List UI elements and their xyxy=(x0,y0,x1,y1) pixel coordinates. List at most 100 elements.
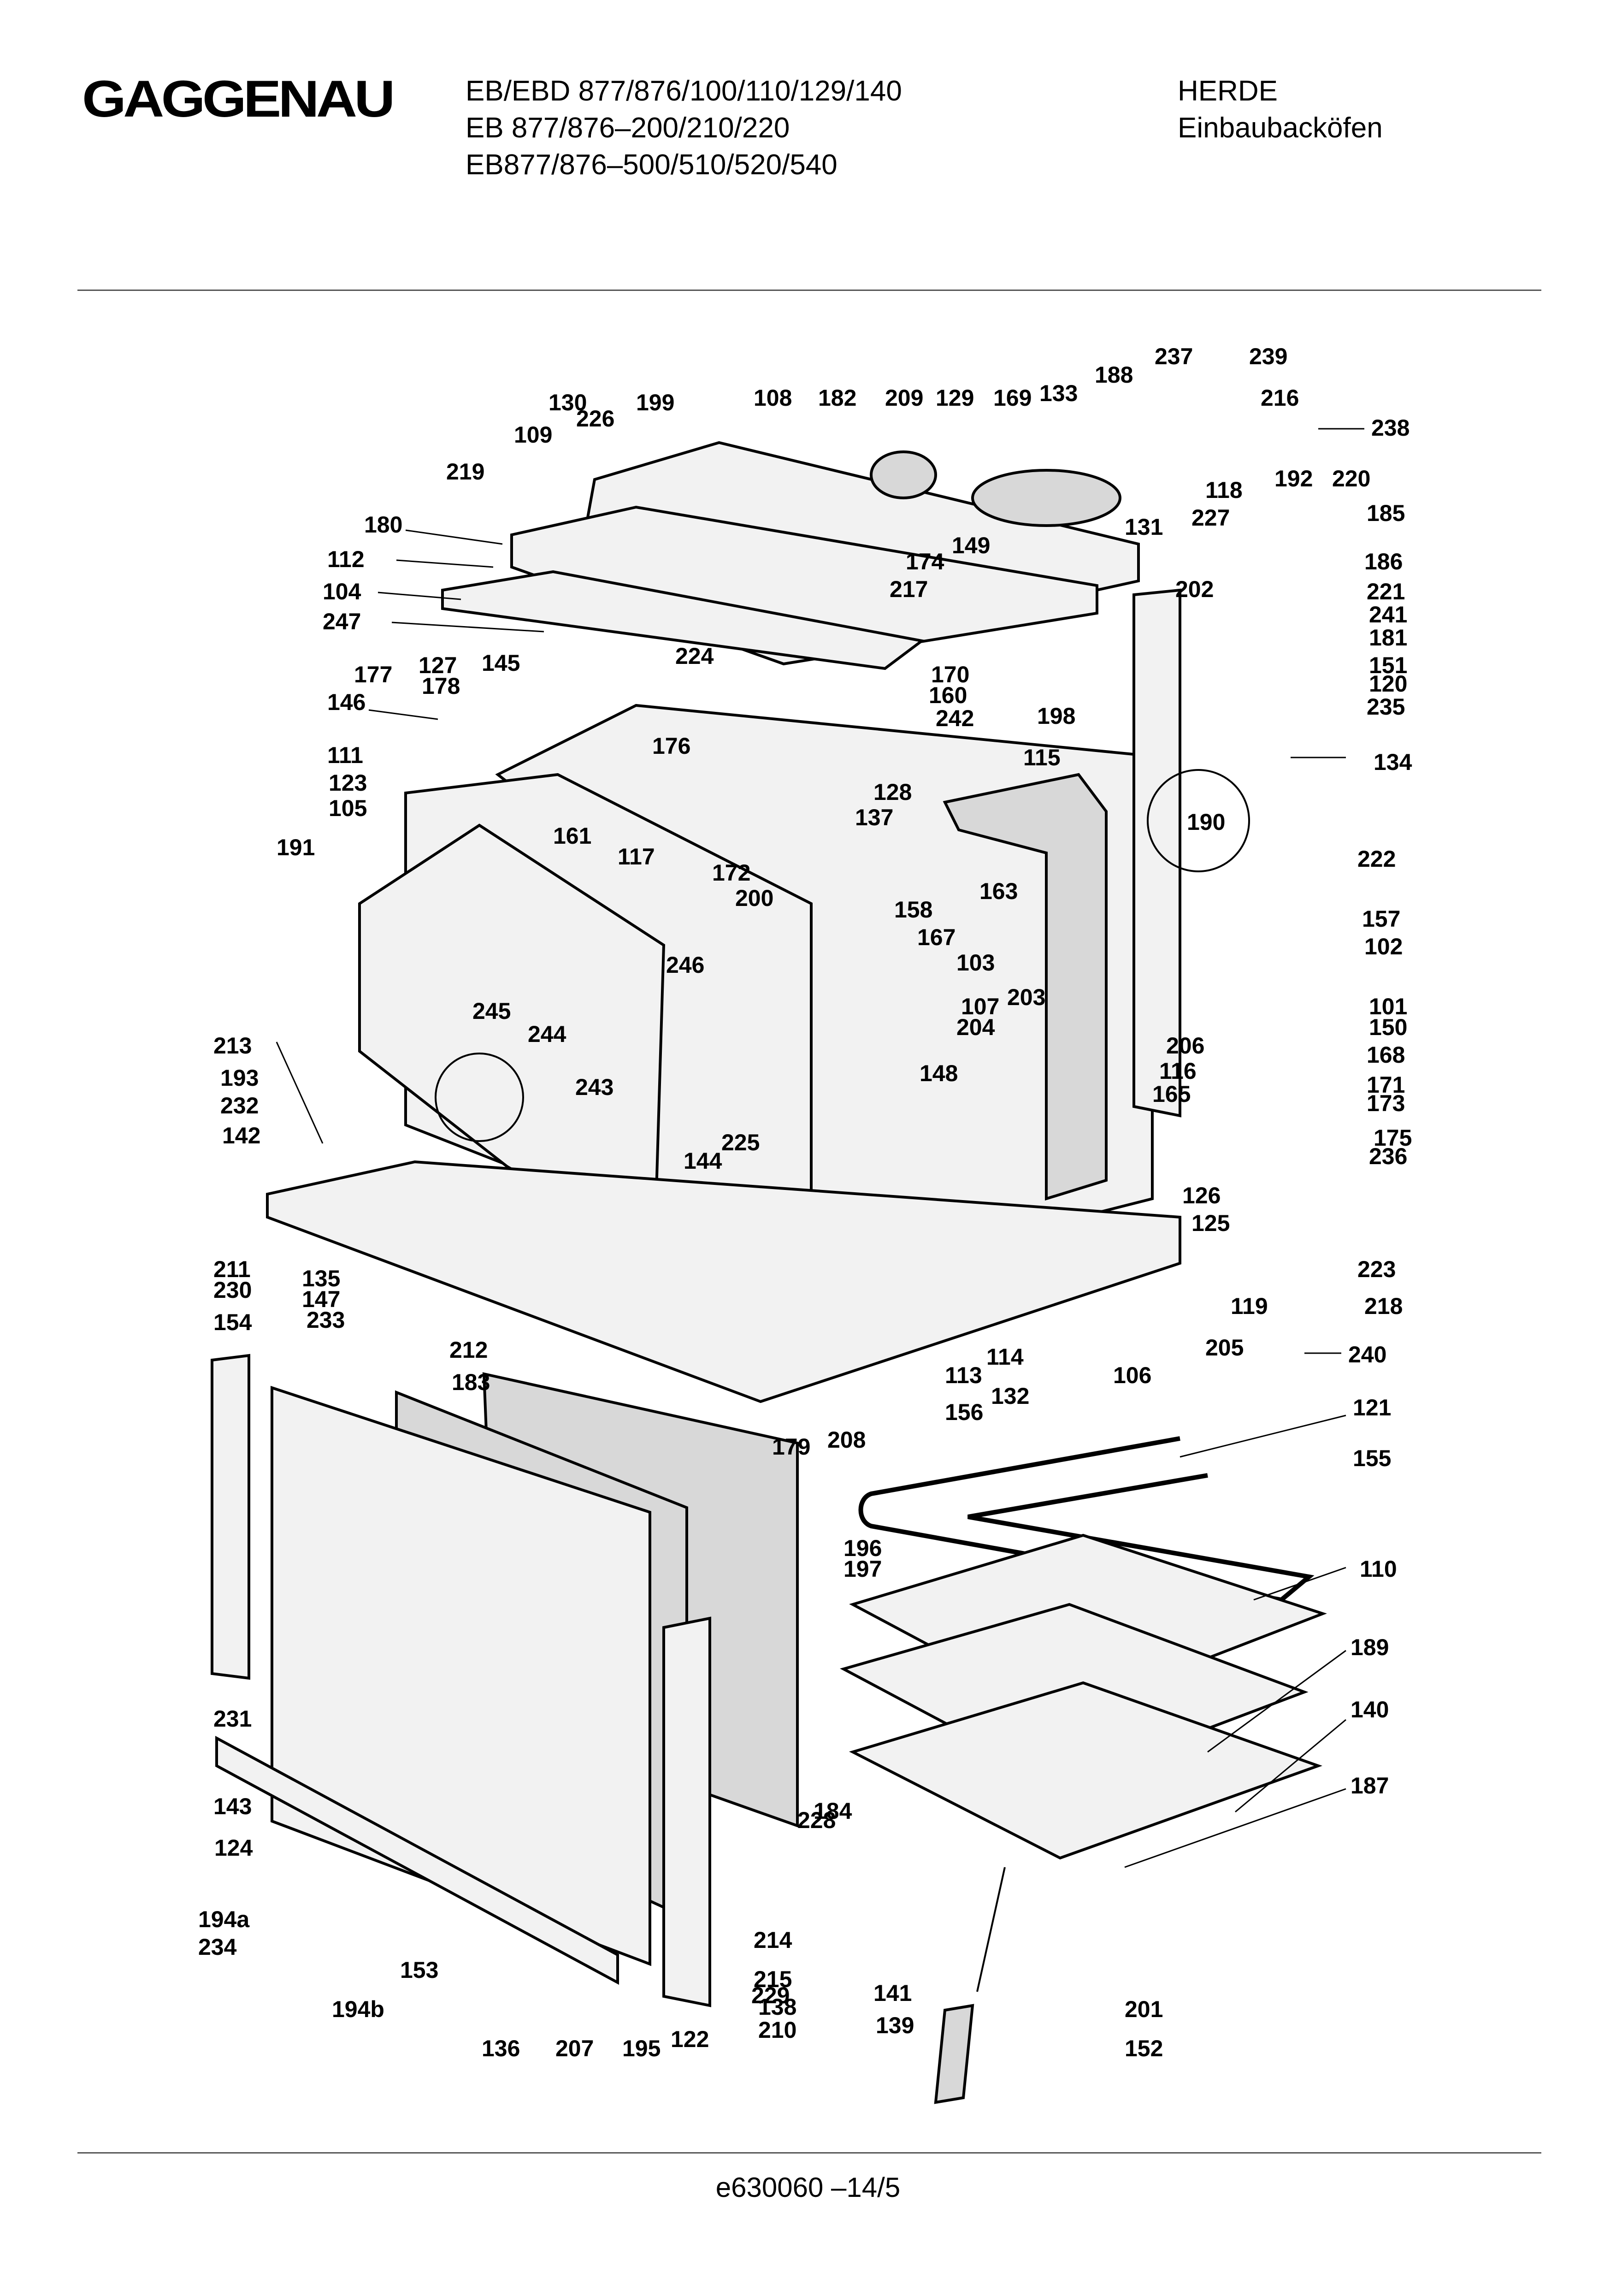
part-label: 184 xyxy=(814,1798,852,1824)
part-label: 232 xyxy=(220,1093,259,1118)
part-label: 199 xyxy=(636,390,674,415)
part-label: 215 xyxy=(754,1966,792,1992)
part-label: 165 xyxy=(1152,1081,1191,1107)
part-label: 223 xyxy=(1357,1256,1396,1282)
part-label: 127 xyxy=(419,652,457,678)
fan-motor xyxy=(971,469,1121,527)
part-label: 105 xyxy=(329,795,367,821)
part-label: 149 xyxy=(952,533,990,558)
part-label: 237 xyxy=(1155,343,1193,369)
part-label: 168 xyxy=(1367,1042,1405,1068)
part-label: 145 xyxy=(482,650,520,676)
part-label: 126 xyxy=(1182,1183,1221,1208)
part-label: 227 xyxy=(1191,505,1230,531)
part-label: 123 xyxy=(329,770,367,796)
part-label: 210 xyxy=(758,2017,796,2043)
part-label: 221 xyxy=(1367,579,1405,604)
part-label: 102 xyxy=(1364,934,1403,959)
fan-motor xyxy=(870,450,937,499)
part-label: 220 xyxy=(1332,466,1370,491)
part-label: 219 xyxy=(446,459,484,485)
part-label: 158 xyxy=(894,897,932,923)
part-label: 191 xyxy=(277,834,315,860)
part-label: 218 xyxy=(1364,1293,1403,1319)
part-label: 117 xyxy=(618,844,655,870)
part-label: 201 xyxy=(1125,1996,1163,2022)
door-side-strip xyxy=(662,1616,711,2007)
part-label: 173 xyxy=(1367,1090,1405,1116)
part-label: 171 xyxy=(1367,1072,1405,1098)
leader-line xyxy=(377,592,461,600)
part-label: 136 xyxy=(482,2036,520,2061)
part-label: 234 xyxy=(198,1934,237,1960)
part-label: 241 xyxy=(1369,602,1407,627)
part-label: 194a xyxy=(198,1906,250,1932)
part-label: 217 xyxy=(890,576,928,602)
fan-ring xyxy=(1147,769,1250,872)
part-label: 207 xyxy=(555,2036,594,2061)
part-number-labels: 101 102 103 104 105 106 107 108 109 110 … xyxy=(198,343,1412,2061)
leader-line xyxy=(276,1041,324,1144)
part-label: 112 xyxy=(327,546,365,572)
leader-line xyxy=(368,709,438,720)
part-label: 187 xyxy=(1351,1773,1389,1799)
probe-rod xyxy=(976,1867,1006,1992)
part-label: 179 xyxy=(772,1434,810,1460)
part-label: 243 xyxy=(575,1074,613,1100)
part-label: 160 xyxy=(929,682,967,708)
part-label: 152 xyxy=(1125,2036,1163,2061)
part-label: 228 xyxy=(797,1807,836,1833)
part-label: 116 xyxy=(1159,1058,1197,1084)
part-label: 157 xyxy=(1362,906,1400,932)
part-label: 238 xyxy=(1371,415,1410,441)
leader-line xyxy=(1253,1567,1346,1601)
right-side-panel xyxy=(1132,588,1181,1118)
part-label: 222 xyxy=(1357,846,1396,872)
part-label: 246 xyxy=(666,952,704,978)
part-label: 121 xyxy=(1353,1395,1391,1420)
part-label: 225 xyxy=(721,1130,760,1155)
part-label: 151 xyxy=(1369,652,1407,678)
brand-logo: GAGGENAU xyxy=(82,70,395,128)
part-label: 155 xyxy=(1353,1445,1391,1471)
part-label: 182 xyxy=(818,385,856,411)
part-label: 188 xyxy=(1095,362,1133,388)
part-label: 170 xyxy=(931,662,969,687)
part-label: 226 xyxy=(576,406,614,432)
part-label: 169 xyxy=(993,385,1032,411)
part-label: 106 xyxy=(1113,1362,1151,1388)
part-label: 224 xyxy=(675,643,714,669)
part-label: 190 xyxy=(1187,809,1225,835)
part-label: 104 xyxy=(323,579,361,604)
model-line: EB877/876–500/510/520/540 xyxy=(466,149,837,181)
part-label: 192 xyxy=(1274,466,1313,491)
part-label: 142 xyxy=(222,1123,260,1148)
part-label: 193 xyxy=(220,1065,259,1091)
leader-line xyxy=(1124,1788,1346,1868)
part-label: 103 xyxy=(956,950,995,976)
leader-line xyxy=(1180,1414,1346,1458)
part-label: 176 xyxy=(652,733,690,759)
part-label: 203 xyxy=(1007,984,1045,1010)
part-label: 235 xyxy=(1367,694,1405,720)
part-label: 213 xyxy=(213,1033,252,1059)
part-label: 202 xyxy=(1175,576,1214,602)
part-label: 239 xyxy=(1249,343,1287,369)
part-label: 120 xyxy=(1369,671,1407,697)
part-label: 122 xyxy=(671,2026,709,2052)
part-label: 240 xyxy=(1348,1342,1386,1367)
part-label: 211 xyxy=(213,1256,251,1282)
part-label: 230 xyxy=(213,1277,252,1303)
part-label: 161 xyxy=(553,823,591,849)
part-label: 134 xyxy=(1374,749,1412,775)
part-label: 139 xyxy=(876,2012,914,2038)
part-label: 206 xyxy=(1166,1033,1204,1059)
part-label: 197 xyxy=(843,1556,882,1582)
part-label: 154 xyxy=(213,1309,252,1335)
door-handle-bar xyxy=(211,1354,250,1680)
part-label: 113 xyxy=(945,1362,982,1388)
part-label: 216 xyxy=(1261,385,1299,411)
part-label: 247 xyxy=(323,609,361,634)
part-label: 109 xyxy=(514,422,552,448)
